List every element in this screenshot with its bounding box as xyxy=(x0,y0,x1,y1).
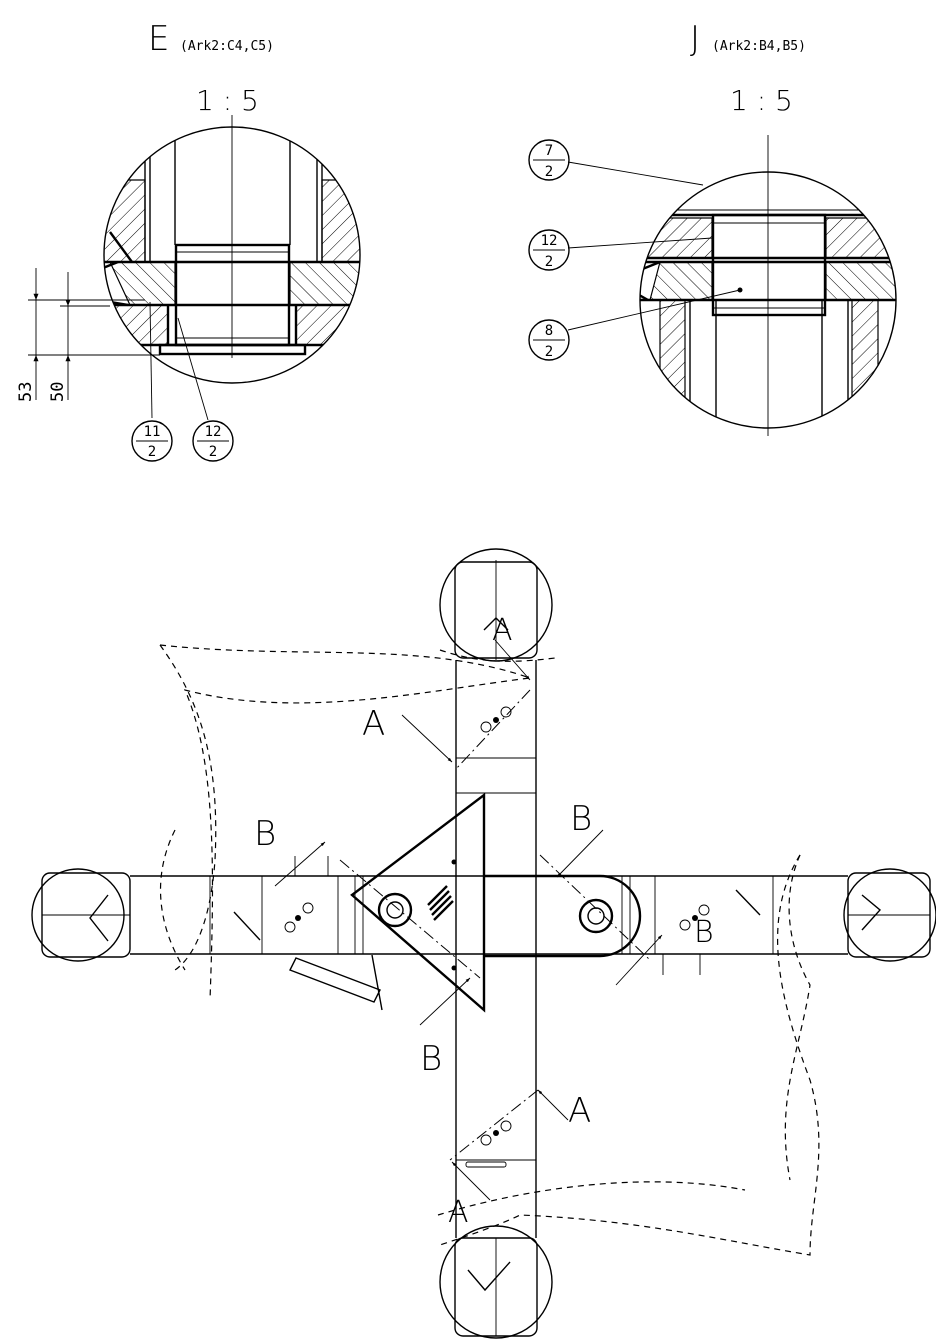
section-a-label: A xyxy=(448,1195,469,1230)
section-a-label: A xyxy=(492,613,513,648)
wheel-left xyxy=(31,868,131,962)
svg-text:7: 7 xyxy=(545,143,553,159)
detail-j-scale: 1 : 5 xyxy=(730,84,793,117)
break-outline-left xyxy=(159,644,531,1001)
detail-e-letter: E xyxy=(148,19,169,59)
wheel-right xyxy=(843,868,936,962)
wheel-bottom xyxy=(439,1225,553,1339)
svg-text:2: 2 xyxy=(545,254,553,270)
section-b-markers: B B B B xyxy=(254,799,714,1079)
dim-50: 50 xyxy=(48,382,68,402)
section-a-label: A xyxy=(362,704,385,744)
section-b-label: B xyxy=(254,814,276,854)
detail-j-reference: (Ark2:B4,B5) xyxy=(712,39,806,54)
triangle-plate xyxy=(339,792,486,1013)
detail-e: E (Ark2:C4,C5) 1 : 5 xyxy=(16,19,361,462)
balloon-8: 8 2 xyxy=(528,289,741,361)
vertical-beam xyxy=(449,660,539,1238)
svg-text:12: 12 xyxy=(205,424,222,440)
detail-j-letter: J xyxy=(690,19,700,59)
pivot-arm xyxy=(484,854,651,961)
balloon-7: 7 2 xyxy=(528,139,704,186)
svg-text:2: 2 xyxy=(148,444,156,460)
detail-e-dimensions: 53 50 xyxy=(16,268,160,402)
detail-j: J (Ark2:B4,B5) 1 : 5 xyxy=(528,19,897,436)
svg-text:2: 2 xyxy=(209,444,217,460)
serial-marking xyxy=(427,885,454,921)
section-b-label: B xyxy=(694,915,714,950)
break-outline-right xyxy=(439,854,820,1256)
balloon-12-j: 12 2 xyxy=(528,229,713,271)
svg-text:11: 11 xyxy=(144,424,161,440)
detail-e-scale: 1 : 5 xyxy=(196,84,259,117)
detail-e-reference: (Ark2:C4,C5) xyxy=(180,39,274,54)
dim-53: 53 xyxy=(16,382,36,402)
svg-text:12: 12 xyxy=(541,233,558,249)
spring-component xyxy=(289,954,383,1011)
section-a-markers: A A A A xyxy=(362,613,591,1230)
main-view: A A A A B B B B xyxy=(31,548,936,1339)
horizontal-beam xyxy=(130,856,848,975)
section-a-label: A xyxy=(568,1091,591,1131)
section-b-label: B xyxy=(570,799,592,839)
svg-text:8: 8 xyxy=(545,323,553,339)
svg-text:2: 2 xyxy=(545,344,553,360)
balloon-12: 12 2 xyxy=(177,317,234,462)
balloon-11: 11 2 xyxy=(131,301,173,462)
svg-text:2: 2 xyxy=(545,164,553,180)
section-b-label: B xyxy=(420,1039,442,1079)
